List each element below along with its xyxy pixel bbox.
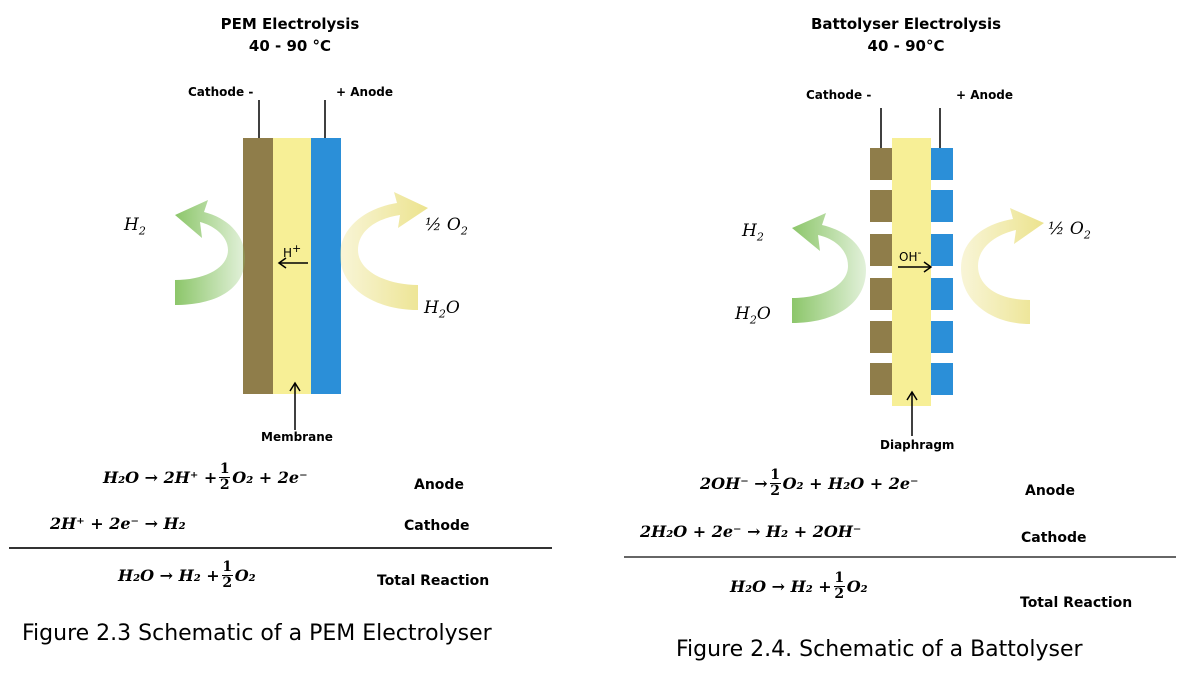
bat-total-label: Total Reaction bbox=[1020, 595, 1133, 611]
pem-anode-label: + Anode bbox=[336, 85, 394, 99]
pem-membrane-label: Membrane bbox=[261, 430, 333, 444]
bat-h2-arrow bbox=[792, 213, 866, 323]
pem-h2-arrow bbox=[175, 200, 245, 305]
pem-membrane-layer bbox=[273, 138, 311, 394]
pem-title: PEM Electrolysis bbox=[220, 15, 360, 33]
pem-cathode-layer bbox=[243, 138, 273, 394]
bat-diaphragm-label: Diaphragm bbox=[880, 438, 955, 452]
bat-cathode-label: Cathode - bbox=[806, 88, 872, 102]
pem-anode-eq-label: Anode bbox=[414, 477, 464, 493]
bat-h2o-label: H2O bbox=[735, 304, 771, 327]
bat-title-block: Battolyser Electrolysis 40 - 90°C bbox=[786, 13, 1026, 57]
bat-cathode-segments bbox=[870, 148, 892, 395]
pem-cathode-label: Cathode - bbox=[188, 85, 254, 99]
bat-cathode-equation: 2H₂O + 2e⁻ → H₂ + 2OH⁻ bbox=[640, 522, 862, 541]
pem-ion-label: H+ bbox=[283, 242, 302, 260]
bat-o2-label: ½ O2 bbox=[1048, 219, 1091, 242]
pem-h2o-label: H2O bbox=[424, 298, 460, 321]
pem-anode-layer bbox=[311, 138, 341, 394]
pem-cell-graphic bbox=[175, 100, 428, 430]
pem-divider bbox=[9, 547, 552, 549]
pem-h2-label: H2 bbox=[124, 215, 146, 238]
pem-cathode-equation: 2H⁺ + 2e⁻ → H₂ bbox=[50, 514, 186, 533]
pem-cathode-eq-label: Cathode bbox=[404, 518, 470, 534]
pem-caption: Figure 2.3 Schematic of a PEM Electrolys… bbox=[22, 621, 492, 646]
bat-divider bbox=[624, 556, 1176, 558]
pem-total-label: Total Reaction bbox=[377, 573, 490, 589]
bat-anode-eq-label: Anode bbox=[1025, 483, 1075, 499]
bat-anode-label: + Anode bbox=[956, 88, 1014, 102]
pem-o2-label: ½ O2 bbox=[425, 215, 468, 238]
bat-temperature: 40 - 90°C bbox=[867, 37, 945, 55]
bat-ion-label: OH- bbox=[899, 246, 922, 264]
bat-cell-graphic bbox=[792, 108, 1044, 436]
bat-anode-segments bbox=[931, 148, 953, 395]
bat-title: Battolyser Electrolysis bbox=[810, 15, 1002, 33]
bat-cathode-eq-label: Cathode bbox=[1021, 530, 1087, 546]
bat-h2-label: H2 bbox=[742, 221, 764, 244]
pem-title-block: PEM Electrolysis 40 - 90 °C bbox=[170, 13, 410, 57]
pem-o2-arrow bbox=[340, 192, 428, 310]
bat-o2-arrow bbox=[961, 208, 1044, 324]
pem-temperature: 40 - 90 °C bbox=[248, 37, 332, 55]
bat-caption: Figure 2.4. Schematic of a Battolyser bbox=[676, 637, 1083, 662]
